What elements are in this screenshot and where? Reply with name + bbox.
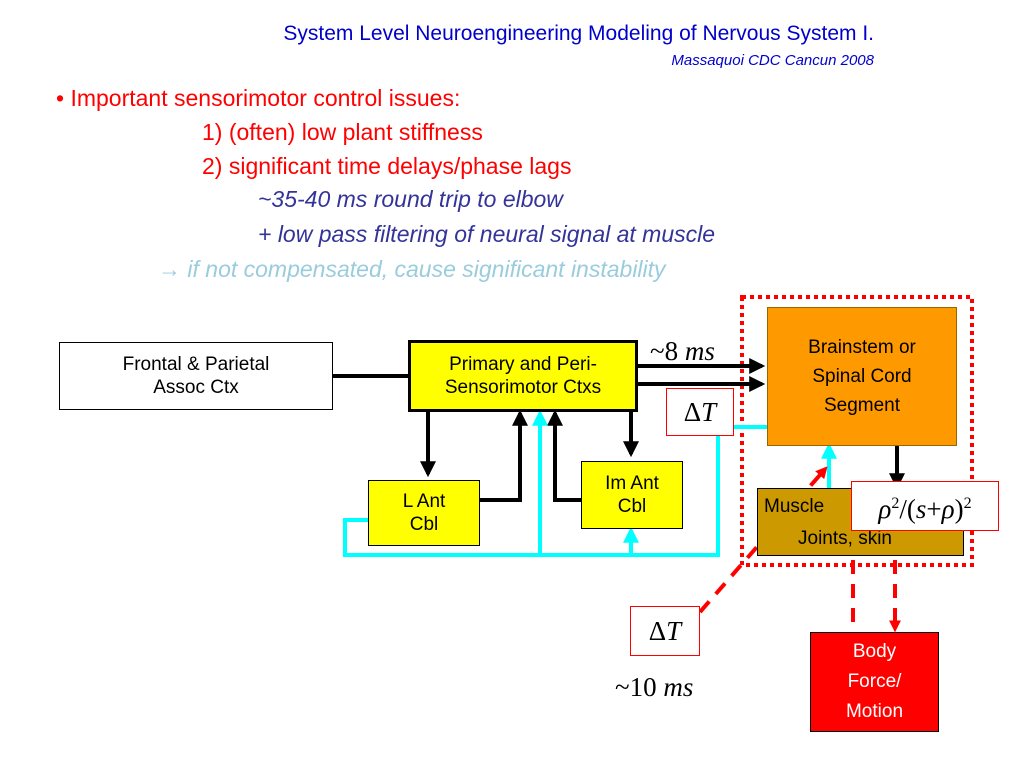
transfer-s: s xyxy=(915,493,927,524)
primary-sensorimotor-box: Primary and Peri-Sensorimotor Ctxs xyxy=(408,340,638,412)
frontal-label-2: Assoc Ctx xyxy=(153,377,239,398)
muscle-label-2: Joints, skin xyxy=(798,528,892,549)
bullet-item-1: 1) (often) low plant stiffness xyxy=(202,119,483,145)
bullet-item-2: 2) significant time delays/phase lags xyxy=(202,153,572,179)
primary-label-2: Sensorimotor Ctxs xyxy=(444,377,602,398)
brainstem-label-1: Brainstem or xyxy=(808,337,916,358)
delay-top-label: ~8 ms xyxy=(650,336,715,367)
transfer-exp-1: 2 xyxy=(891,494,900,512)
delay-var-bottom: T xyxy=(666,615,682,646)
brainstem-label-3: Segment xyxy=(823,395,901,416)
body-label-1: Body xyxy=(852,641,897,662)
delay-box-top: ΔT xyxy=(666,388,734,436)
bullet-conclusion-text: if not compensated, cause significant in… xyxy=(187,256,666,282)
transfer-close: ) xyxy=(954,493,964,524)
delay-bottom-label: ~10 ms xyxy=(615,672,693,703)
delay-top-approx: ~8 xyxy=(650,336,679,366)
delta-symbol-bottom: Δ xyxy=(648,615,667,646)
transfer-rho-1: ρ xyxy=(878,493,892,524)
bullet-sub-2: + low pass filtering of neural signal at… xyxy=(258,221,716,247)
delay-bottom-unit: ms xyxy=(663,672,694,702)
bullet-heading-text: Important sensorimotor control issues: xyxy=(70,85,461,111)
primary-label-1: Primary and Peri- xyxy=(449,354,597,375)
delay-bottom-approx: ~10 xyxy=(615,672,657,702)
spinal-loop-region xyxy=(740,295,974,567)
body-label-3: Motion xyxy=(845,701,904,722)
transfer-function-box: ρ2/(s+ρ)2 xyxy=(851,481,999,531)
frontal-label-1: Frontal & Parietal xyxy=(122,354,270,375)
transfer-mid: /( xyxy=(899,493,916,524)
bullet-sub-1: ~35-40 ms round trip to elbow xyxy=(258,186,563,212)
transfer-rho-2: ρ xyxy=(941,493,955,524)
bullet-heading: • Important sensorimotor control issues: xyxy=(56,85,460,112)
lant-label-1: L Ant xyxy=(402,491,446,512)
delay-top-unit: ms xyxy=(684,336,715,366)
bullet-conclusion: → if not compensated, cause significant … xyxy=(158,256,666,283)
delta-symbol-top: Δ xyxy=(683,396,702,427)
delay-box-bottom: ΔT xyxy=(630,606,700,656)
lant-label-2: Cbl xyxy=(409,514,439,535)
brainstem-label-2: Spinal Cord xyxy=(812,366,912,387)
slide-subtitle: Massaquoi CDC Cancun 2008 xyxy=(671,52,874,69)
imant-label-1: Im Ant xyxy=(605,473,659,494)
imant-label-2: Cbl xyxy=(617,496,647,517)
delay-var-top: T xyxy=(701,396,717,427)
muscle-label-1: Muscle xyxy=(764,496,825,517)
transfer-plus: + xyxy=(926,493,942,524)
arrow-right-icon: → xyxy=(158,256,181,282)
transfer-exp-2: 2 xyxy=(963,494,972,512)
slide-title: System Level Neuroengineering Modeling o… xyxy=(283,22,874,45)
bullet-marker: • xyxy=(56,85,65,111)
body-label-2: Force/ xyxy=(847,671,902,692)
